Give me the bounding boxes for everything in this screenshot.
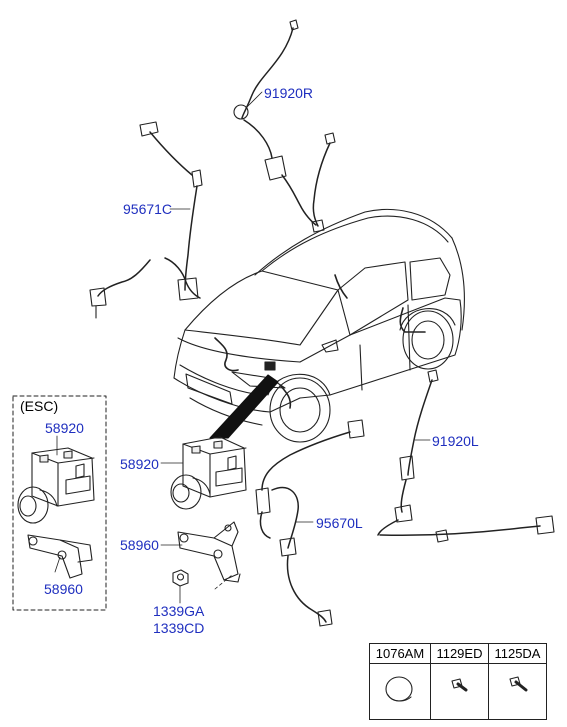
abs-hydraulic-unit-58920 [170, 436, 247, 510]
table-cell-bolt-1125DA[interactable] [487, 663, 548, 720]
table-cell-bolt-1129ED[interactable] [429, 663, 489, 720]
callout-58960[interactable]: 58960 [120, 537, 159, 553]
callout-1339CD[interactable]: 1339CD [153, 620, 205, 636]
esc-hydraulic-unit-58920 [17, 447, 95, 524]
callout-95671C[interactable]: 95671C [123, 201, 173, 217]
callout-95670L[interactable]: 95670L [316, 515, 363, 531]
esc-bracket-58960 [27, 534, 93, 579]
vehicle-illustration [173, 208, 465, 443]
harness-95670L [255, 419, 365, 627]
table-header-row: 1076AM 1129ED 1125DA [369, 643, 548, 664]
table-header-1129ED[interactable]: 1129ED [429, 643, 489, 664]
abs-bracket-58960 [177, 521, 241, 583]
callout-58920[interactable]: 58920 [120, 456, 159, 472]
callout-58920-esc[interactable]: 58920 [45, 420, 84, 436]
callout-58960-esc[interactable]: 58960 [44, 581, 83, 597]
callout-91920R[interactable]: 91920R [264, 85, 314, 101]
table-cell-plug-cap[interactable] [369, 663, 431, 720]
table-header-1125DA[interactable]: 1125DA [487, 643, 548, 664]
common-parts-table: 1076AM 1129ED 1125DA [369, 643, 548, 720]
callout-91920L[interactable]: 91920L [432, 433, 479, 449]
esc-group-label: (ESC) [20, 398, 59, 414]
leader-lines [54, 91, 431, 604]
harness-91920R [233, 19, 336, 233]
callout-1339GA[interactable]: 1339GA [153, 603, 205, 619]
flange-nut-1339GA [172, 569, 189, 587]
table-icon-row [369, 663, 548, 720]
harness-91920L [377, 369, 555, 543]
harness-95671C [89, 121, 203, 319]
esc-group-box [12, 395, 107, 611]
table-header-1076AM[interactable]: 1076AM [369, 643, 431, 664]
